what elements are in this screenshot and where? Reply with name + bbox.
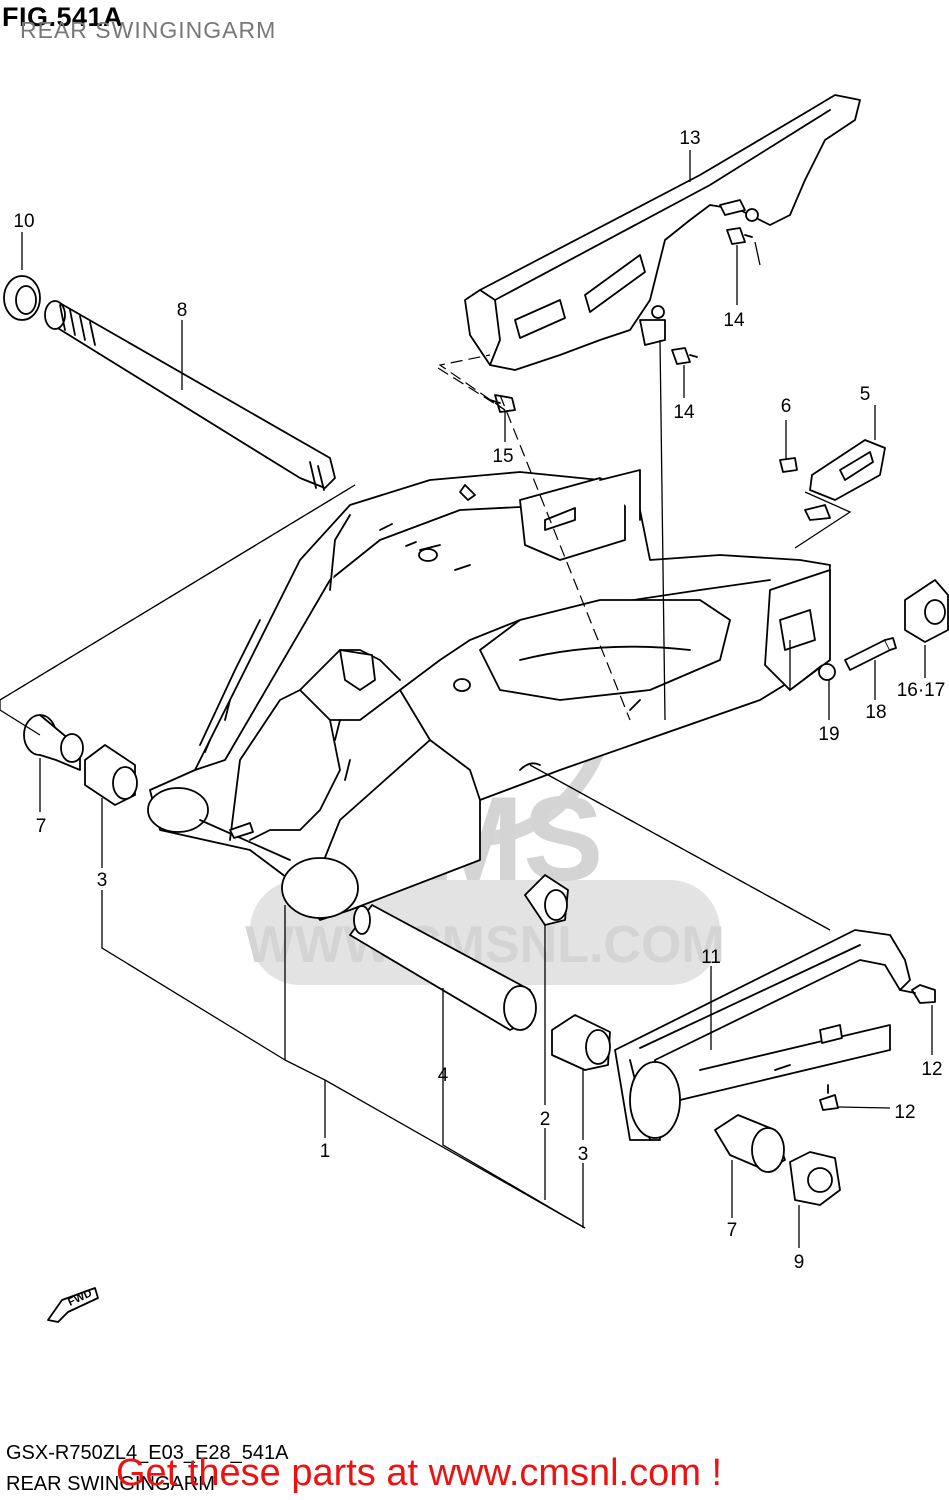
footer-figure-label: REAR SWINGINGARM xyxy=(6,1473,215,1495)
bolt-12-lower xyxy=(819,1084,839,1111)
screw-6 xyxy=(779,457,798,473)
collar-left xyxy=(23,714,84,771)
callout-10: 10 xyxy=(13,211,34,232)
dashed-lines xyxy=(0,354,831,931)
callout-3-right: 3 xyxy=(578,1144,589,1165)
chain-buffer xyxy=(614,929,911,1141)
callout-7-left: 7 xyxy=(36,816,47,837)
callout-12-lower: 12 xyxy=(894,1102,915,1123)
callout-14-lower: 14 xyxy=(673,402,695,423)
pivot-collar xyxy=(349,904,537,1031)
callout-3-left: 3 xyxy=(97,870,108,891)
chain-case xyxy=(464,94,861,371)
callout-4: 4 xyxy=(438,1065,449,1086)
watermark-site: WWW.CMSNL.COM xyxy=(245,916,724,974)
callout-19: 19 xyxy=(818,724,839,745)
pivot-nut xyxy=(3,275,41,321)
pivot-shaft xyxy=(44,300,336,491)
callout-18: 18 xyxy=(865,702,886,723)
callout-8: 8 xyxy=(177,300,188,321)
bolt-12-upper xyxy=(899,984,936,1004)
callout-13: 13 xyxy=(679,128,700,149)
screw-14-lower xyxy=(671,347,698,365)
bearing-left xyxy=(84,744,138,806)
model-code: GSX-R750ZL4_E03_E28_541A xyxy=(6,1442,289,1464)
figure-number: FIG.541A xyxy=(2,2,124,32)
plate-5 xyxy=(804,439,886,521)
promo-link[interactable]: Get these parts at www.cmsnl.com ! xyxy=(116,1452,723,1494)
callout-5: 5 xyxy=(860,384,871,405)
callout-1: 1 xyxy=(320,1141,331,1162)
figure-title: REAR SWINGINGARM xyxy=(20,17,277,43)
clip-15 xyxy=(489,394,516,413)
callout-15: 15 xyxy=(492,446,513,467)
nut-19 xyxy=(818,663,836,681)
adjuster-bolt-18 xyxy=(844,637,897,671)
swingarm xyxy=(147,469,831,921)
callout-7-right: 7 xyxy=(727,1220,738,1241)
callout-2: 2 xyxy=(540,1109,551,1130)
screw-14-upper xyxy=(726,227,753,245)
adjuster-16-17 xyxy=(904,579,949,643)
axle-nut xyxy=(789,1151,841,1206)
callout-14-upper: 14 xyxy=(723,310,745,331)
bearing-right xyxy=(551,1014,611,1071)
callout-12-upper: 12 xyxy=(921,1059,942,1080)
callout-16-17: 16·17 xyxy=(897,680,946,701)
bearing-center xyxy=(524,874,569,926)
collar-right xyxy=(714,1114,786,1173)
callout-9: 9 xyxy=(794,1252,805,1273)
fwd-arrow xyxy=(47,1287,99,1323)
callout-11: 11 xyxy=(701,947,721,968)
callout-6: 6 xyxy=(781,396,792,417)
